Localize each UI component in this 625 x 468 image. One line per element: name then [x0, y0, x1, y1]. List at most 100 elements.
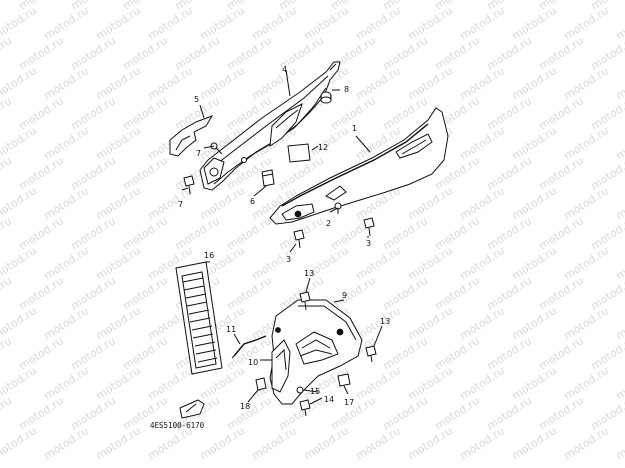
callout-6: 6	[250, 197, 255, 206]
watermark-text: motod.ru	[146, 64, 195, 102]
watermark-text: motod.ru	[485, 34, 534, 72]
watermark-text: motod.ru	[0, 34, 14, 72]
watermark-text: motod.ru	[94, 64, 143, 102]
part-8-damper	[320, 91, 332, 104]
watermark-text: motod.ru	[562, 304, 611, 342]
watermark-text: motod.ru	[121, 94, 170, 132]
watermark-text: motod.ru	[562, 64, 611, 102]
watermark-text: motod.ru	[17, 274, 66, 312]
part-11-wire-clip	[231, 335, 267, 359]
watermark-text: motod.ru	[510, 244, 559, 282]
watermark-text: motod.ru	[614, 304, 625, 342]
callout-4: 4	[282, 65, 287, 74]
watermark-text: motod.ru	[121, 34, 170, 72]
part-1-side-cover	[269, 107, 449, 225]
watermark-text: motod.ru	[17, 34, 66, 72]
watermark-text: motod.ru	[173, 214, 222, 252]
watermark-text: motod.ru	[458, 64, 507, 102]
watermark-text: motod.ru	[381, 214, 430, 252]
watermark-text: motod.ru	[69, 34, 118, 72]
watermark-text: motod.ru	[94, 364, 143, 402]
watermark-text: motod.ru	[614, 364, 625, 402]
part-17-nut	[337, 373, 351, 387]
watermark-text: motod.ru	[562, 124, 611, 162]
watermark-text: motod.ru	[614, 424, 625, 462]
watermark-text: motod.ru	[614, 4, 625, 42]
watermark-text: motod.ru	[250, 424, 299, 462]
watermark-text: motod.ru	[42, 304, 91, 342]
watermark-text: motod.ru	[354, 4, 403, 42]
watermark-text: motod.ru	[94, 424, 143, 462]
watermark-text: motod.ru	[510, 64, 559, 102]
watermark-text: motod.ru	[198, 64, 247, 102]
watermark-text: motod.ru	[250, 4, 299, 42]
callout-10: 10	[248, 358, 258, 367]
watermark-text: motod.ru	[510, 4, 559, 42]
watermark-text: motod.ru	[510, 124, 559, 162]
watermark-text: motod.ru	[354, 304, 403, 342]
watermark-text: motod.ru	[198, 4, 247, 42]
callout-1: 1	[352, 124, 357, 133]
watermark-text: motod.ru	[458, 364, 507, 402]
watermark-text: motod.ru	[69, 154, 118, 192]
watermark-text: motod.ru	[406, 364, 455, 402]
watermark-text: motod.ru	[406, 424, 455, 462]
callout-3b: 3	[366, 239, 371, 248]
callout-14: 14	[324, 395, 334, 404]
watermark-text: motod.ru	[354, 64, 403, 102]
watermark-text: motod.ru	[458, 424, 507, 462]
watermark-text: motod.ru	[146, 4, 195, 42]
watermark-text: motod.ru	[614, 64, 625, 102]
watermark-text: motod.ru	[94, 304, 143, 342]
watermark-text: motod.ru	[537, 394, 586, 432]
watermark-text: motod.ru	[614, 244, 625, 282]
callout-11: 11	[226, 325, 236, 334]
watermark-text: motod.ru	[121, 274, 170, 312]
part-10-inner-panel	[271, 339, 291, 393]
watermark-text: motod.ru	[458, 4, 507, 42]
watermark-text: motod.ru	[225, 214, 274, 252]
callout-5: 5	[194, 95, 199, 104]
part-15-washer	[296, 386, 304, 394]
watermark-text: motod.ru	[42, 244, 91, 282]
watermark-text: motod.ru	[433, 334, 482, 372]
watermark-text: motod.ru	[354, 424, 403, 462]
callout-3a: 3	[286, 255, 291, 264]
watermark-text: motod.ru	[485, 94, 534, 132]
watermark-text: motod.ru	[69, 274, 118, 312]
callout-13a: 13	[304, 269, 314, 278]
watermark-text: motod.ru	[485, 394, 534, 432]
watermark-text: motod.ru	[146, 184, 195, 222]
watermark-text: motod.ru	[458, 184, 507, 222]
part-18-nut	[255, 377, 267, 391]
watermark-text: motod.ru	[94, 4, 143, 42]
part-2-collar	[334, 202, 342, 214]
watermark-text: motod.ru	[406, 4, 455, 42]
watermark-text: motod.ru	[69, 394, 118, 432]
watermark-text: motod.ru	[458, 124, 507, 162]
part-5-emblem	[169, 115, 214, 157]
callout-17: 17	[344, 398, 354, 407]
watermark-text: motod.ru	[250, 64, 299, 102]
watermark-text: motod.ru	[17, 394, 66, 432]
watermark-text: motod.ru	[510, 364, 559, 402]
callout-18: 18	[240, 402, 250, 411]
watermark-text: motod.ru	[198, 184, 247, 222]
watermark-text: motod.ru	[381, 274, 430, 312]
front-arrow-icon	[179, 399, 205, 419]
watermark-text: motod.ru	[121, 214, 170, 252]
watermark-text: motod.ru	[302, 424, 351, 462]
part-9-radiator-cover	[269, 299, 363, 405]
watermark-text: motod.ru	[173, 34, 222, 72]
watermark-text: motod.ru	[17, 94, 66, 132]
watermark-text: motod.ru	[0, 214, 14, 252]
watermark-text: motod.ru	[485, 334, 534, 372]
watermark-text: motod.ru	[42, 184, 91, 222]
watermark-text: motod.ru	[537, 34, 586, 72]
watermark-text: motod.ru	[433, 214, 482, 252]
watermark-text: motod.ru	[433, 394, 482, 432]
watermark-text: motod.ru	[0, 274, 14, 312]
watermark-text: motod.ru	[0, 154, 14, 192]
watermark-text: motod.ru	[0, 334, 14, 372]
